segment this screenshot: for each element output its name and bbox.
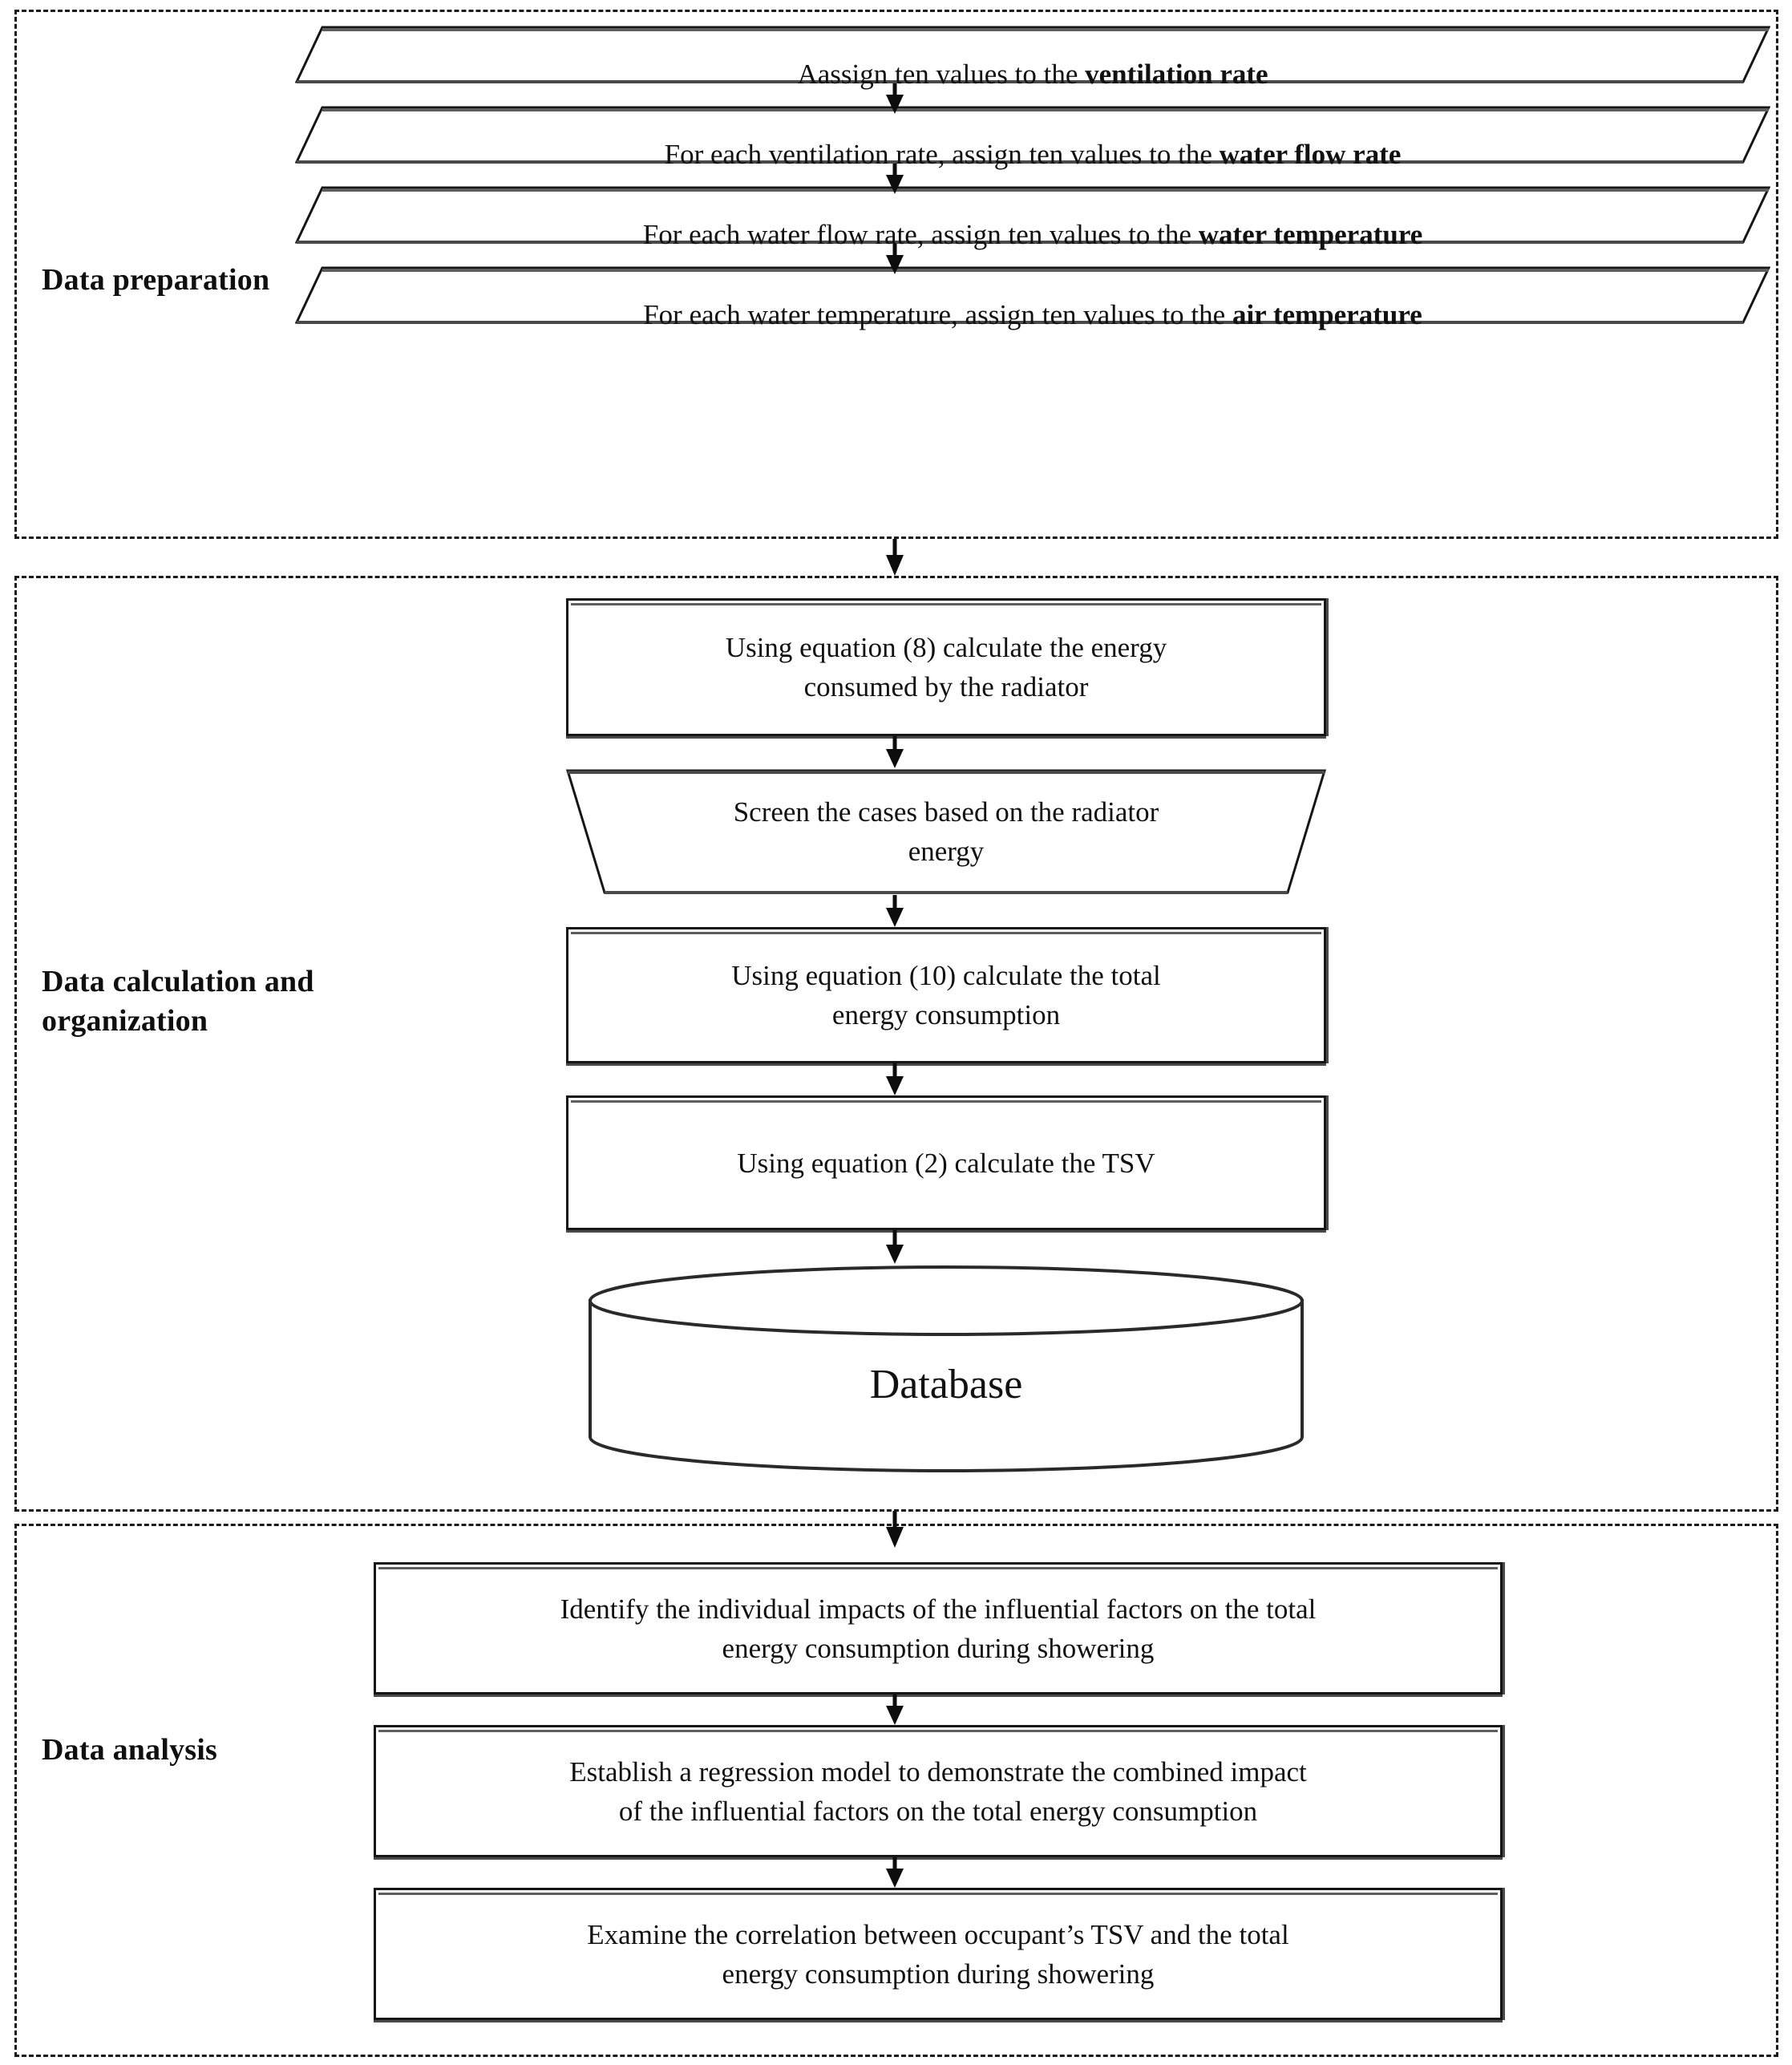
node-establish-regression-model[interactable]: Establish a regression model to demonstr… [374, 1725, 1503, 1857]
node-text-prefix: For each water flow rate, assign ten val… [642, 219, 1199, 250]
node-text: Examine the correlation between occupant… [587, 1918, 1289, 1990]
arrow-down-prep-1 [884, 83, 905, 114]
node-text: Using equation (2) calculate the TSV [737, 1147, 1155, 1179]
parallelogram-shape [295, 26, 1770, 83]
node-text: For each water temperature, assign ten v… [630, 256, 1435, 334]
node-assign-water-flow-rate[interactable]: For each ventilation rate, assign ten va… [295, 106, 1770, 170]
arrow-down-prep-2 [884, 164, 905, 194]
node-assign-water-temperature[interactable]: For each water flow rate, assign ten val… [295, 186, 1770, 250]
node-text: Database [869, 1362, 1023, 1407]
node-calculate-radiator-energy[interactable]: Using equation (8) calculate the energy … [566, 598, 1326, 736]
node-text: Identify the individual impacts of the i… [560, 1593, 1317, 1664]
node-assign-ventilation-rate[interactable]: Aassign ten values to the ventilation ra… [295, 26, 1770, 90]
trapezoid-shape [566, 768, 1326, 895]
arrow-down-analysis-1 [884, 1695, 905, 1725]
arrow-down-calc-4 [884, 1230, 905, 1264]
node-database[interactable]: Database [585, 1264, 1307, 1474]
section-label-data-analysis: Data analysis [42, 1733, 218, 1767]
parallelogram-shape [295, 106, 1770, 164]
section-label-data-preparation: Data preparation [42, 263, 270, 297]
node-text: Using equation (10) calculate the total … [731, 960, 1161, 1030]
arrow-down-calc-1 [884, 736, 905, 768]
node-calculate-tsv[interactable]: Using equation (2) calculate the TSV [566, 1095, 1326, 1230]
arrow-down-prep-to-calc [884, 539, 905, 576]
parallelogram-shape [295, 266, 1770, 324]
arrow-down-calc-2 [884, 895, 905, 927]
node-identify-individual-impacts[interactable]: Identify the individual impacts of the i… [374, 1562, 1503, 1695]
node-text: Establish a regression model to demonstr… [569, 1755, 1307, 1827]
arrow-down-prep-3 [884, 244, 905, 274]
section-label-data-calculation-and-organization: Data calculation and organization [42, 965, 314, 1038]
arrow-down-analysis-2 [884, 1857, 905, 1888]
node-text: Aassign ten values to the ventilation ra… [784, 15, 1280, 94]
node-calculate-total-energy-consumption[interactable]: Using equation (10) calculate the total … [566, 927, 1326, 1063]
cylinder-shape [585, 1264, 1307, 1474]
node-assign-air-temperature[interactable]: For each water temperature, assign ten v… [295, 266, 1770, 330]
node-text-prefix: For each water temperature, assign ten v… [643, 299, 1232, 330]
node-text-emphasis: ventilation rate [1085, 59, 1268, 90]
node-text: Using equation (8) calculate the energy … [725, 632, 1167, 703]
node-text-emphasis: air temperature [1232, 299, 1422, 330]
node-text-emphasis: water temperature [1198, 219, 1423, 250]
node-text-prefix: Aassign ten values to the [797, 59, 1086, 90]
arrow-down-calc-3 [884, 1063, 905, 1095]
node-text-emphasis: water flow rate [1219, 139, 1402, 170]
node-screen-cases-radiator-energy[interactable]: Screen the cases based on the radiator e… [566, 768, 1326, 895]
arrow-down-calc-to-analysis [884, 1511, 905, 1548]
node-text: For each water flow rate, assign ten val… [630, 176, 1436, 254]
parallelogram-shape [295, 186, 1770, 244]
node-text: Screen the cases based on the radiator e… [733, 796, 1159, 867]
node-text-prefix: For each ventilation rate, assign ten va… [664, 139, 1220, 170]
node-text: For each ventilation rate, assign ten va… [652, 95, 1414, 174]
node-examine-correlation-tsv[interactable]: Examine the correlation between occupant… [374, 1888, 1503, 2020]
